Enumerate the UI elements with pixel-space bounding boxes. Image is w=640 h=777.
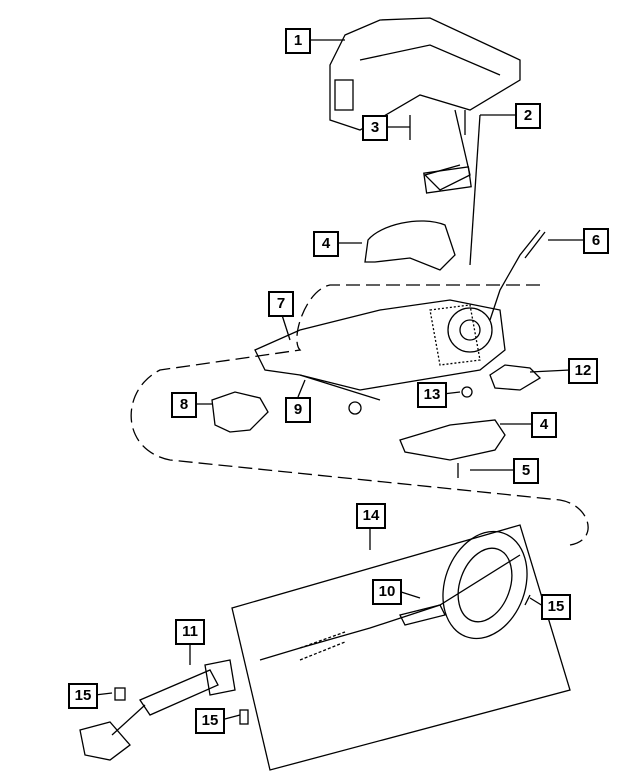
- callout-8: 8: [171, 392, 197, 418]
- callout-13: 13: [417, 382, 447, 408]
- dashed-boundary: [130, 284, 589, 546]
- callout-14: 14: [356, 503, 386, 529]
- assembly-box: [231, 524, 571, 771]
- switch-drawing: [489, 364, 542, 391]
- lever-drawing: [489, 229, 546, 321]
- lower-shroud-drawing: [399, 419, 506, 461]
- callout-2: 2: [515, 103, 541, 129]
- shaft-assembly-drawing: [259, 530, 531, 661]
- callout-3: 3: [362, 115, 388, 141]
- callout-1: 1: [285, 28, 311, 54]
- nut-drawing: [348, 401, 362, 415]
- callout-11: 11: [175, 619, 205, 645]
- upper-shroud-drawing: [364, 220, 456, 271]
- callout-9: 9: [285, 397, 311, 423]
- coupler-drawing: [79, 659, 249, 761]
- callout-10: 10: [372, 579, 402, 605]
- callout-5: 5: [513, 458, 539, 484]
- nut-drawing: [461, 386, 473, 398]
- callout-15-right: 15: [541, 594, 571, 620]
- callout-4-lower: 4: [531, 412, 557, 438]
- callout-15-left: 15: [68, 683, 98, 709]
- callout-12: 12: [568, 358, 598, 384]
- leader-lines: [94, 39, 583, 721]
- lock-drawing: [211, 391, 269, 433]
- steering-column-drawing: [254, 299, 506, 401]
- callout-15-bottom: 15: [195, 708, 225, 734]
- callout-6: 6: [583, 228, 609, 254]
- brake-pedal-bracket-drawing: [329, 17, 521, 194]
- callout-7: 7: [268, 291, 294, 317]
- callout-4-upper: 4: [313, 231, 339, 257]
